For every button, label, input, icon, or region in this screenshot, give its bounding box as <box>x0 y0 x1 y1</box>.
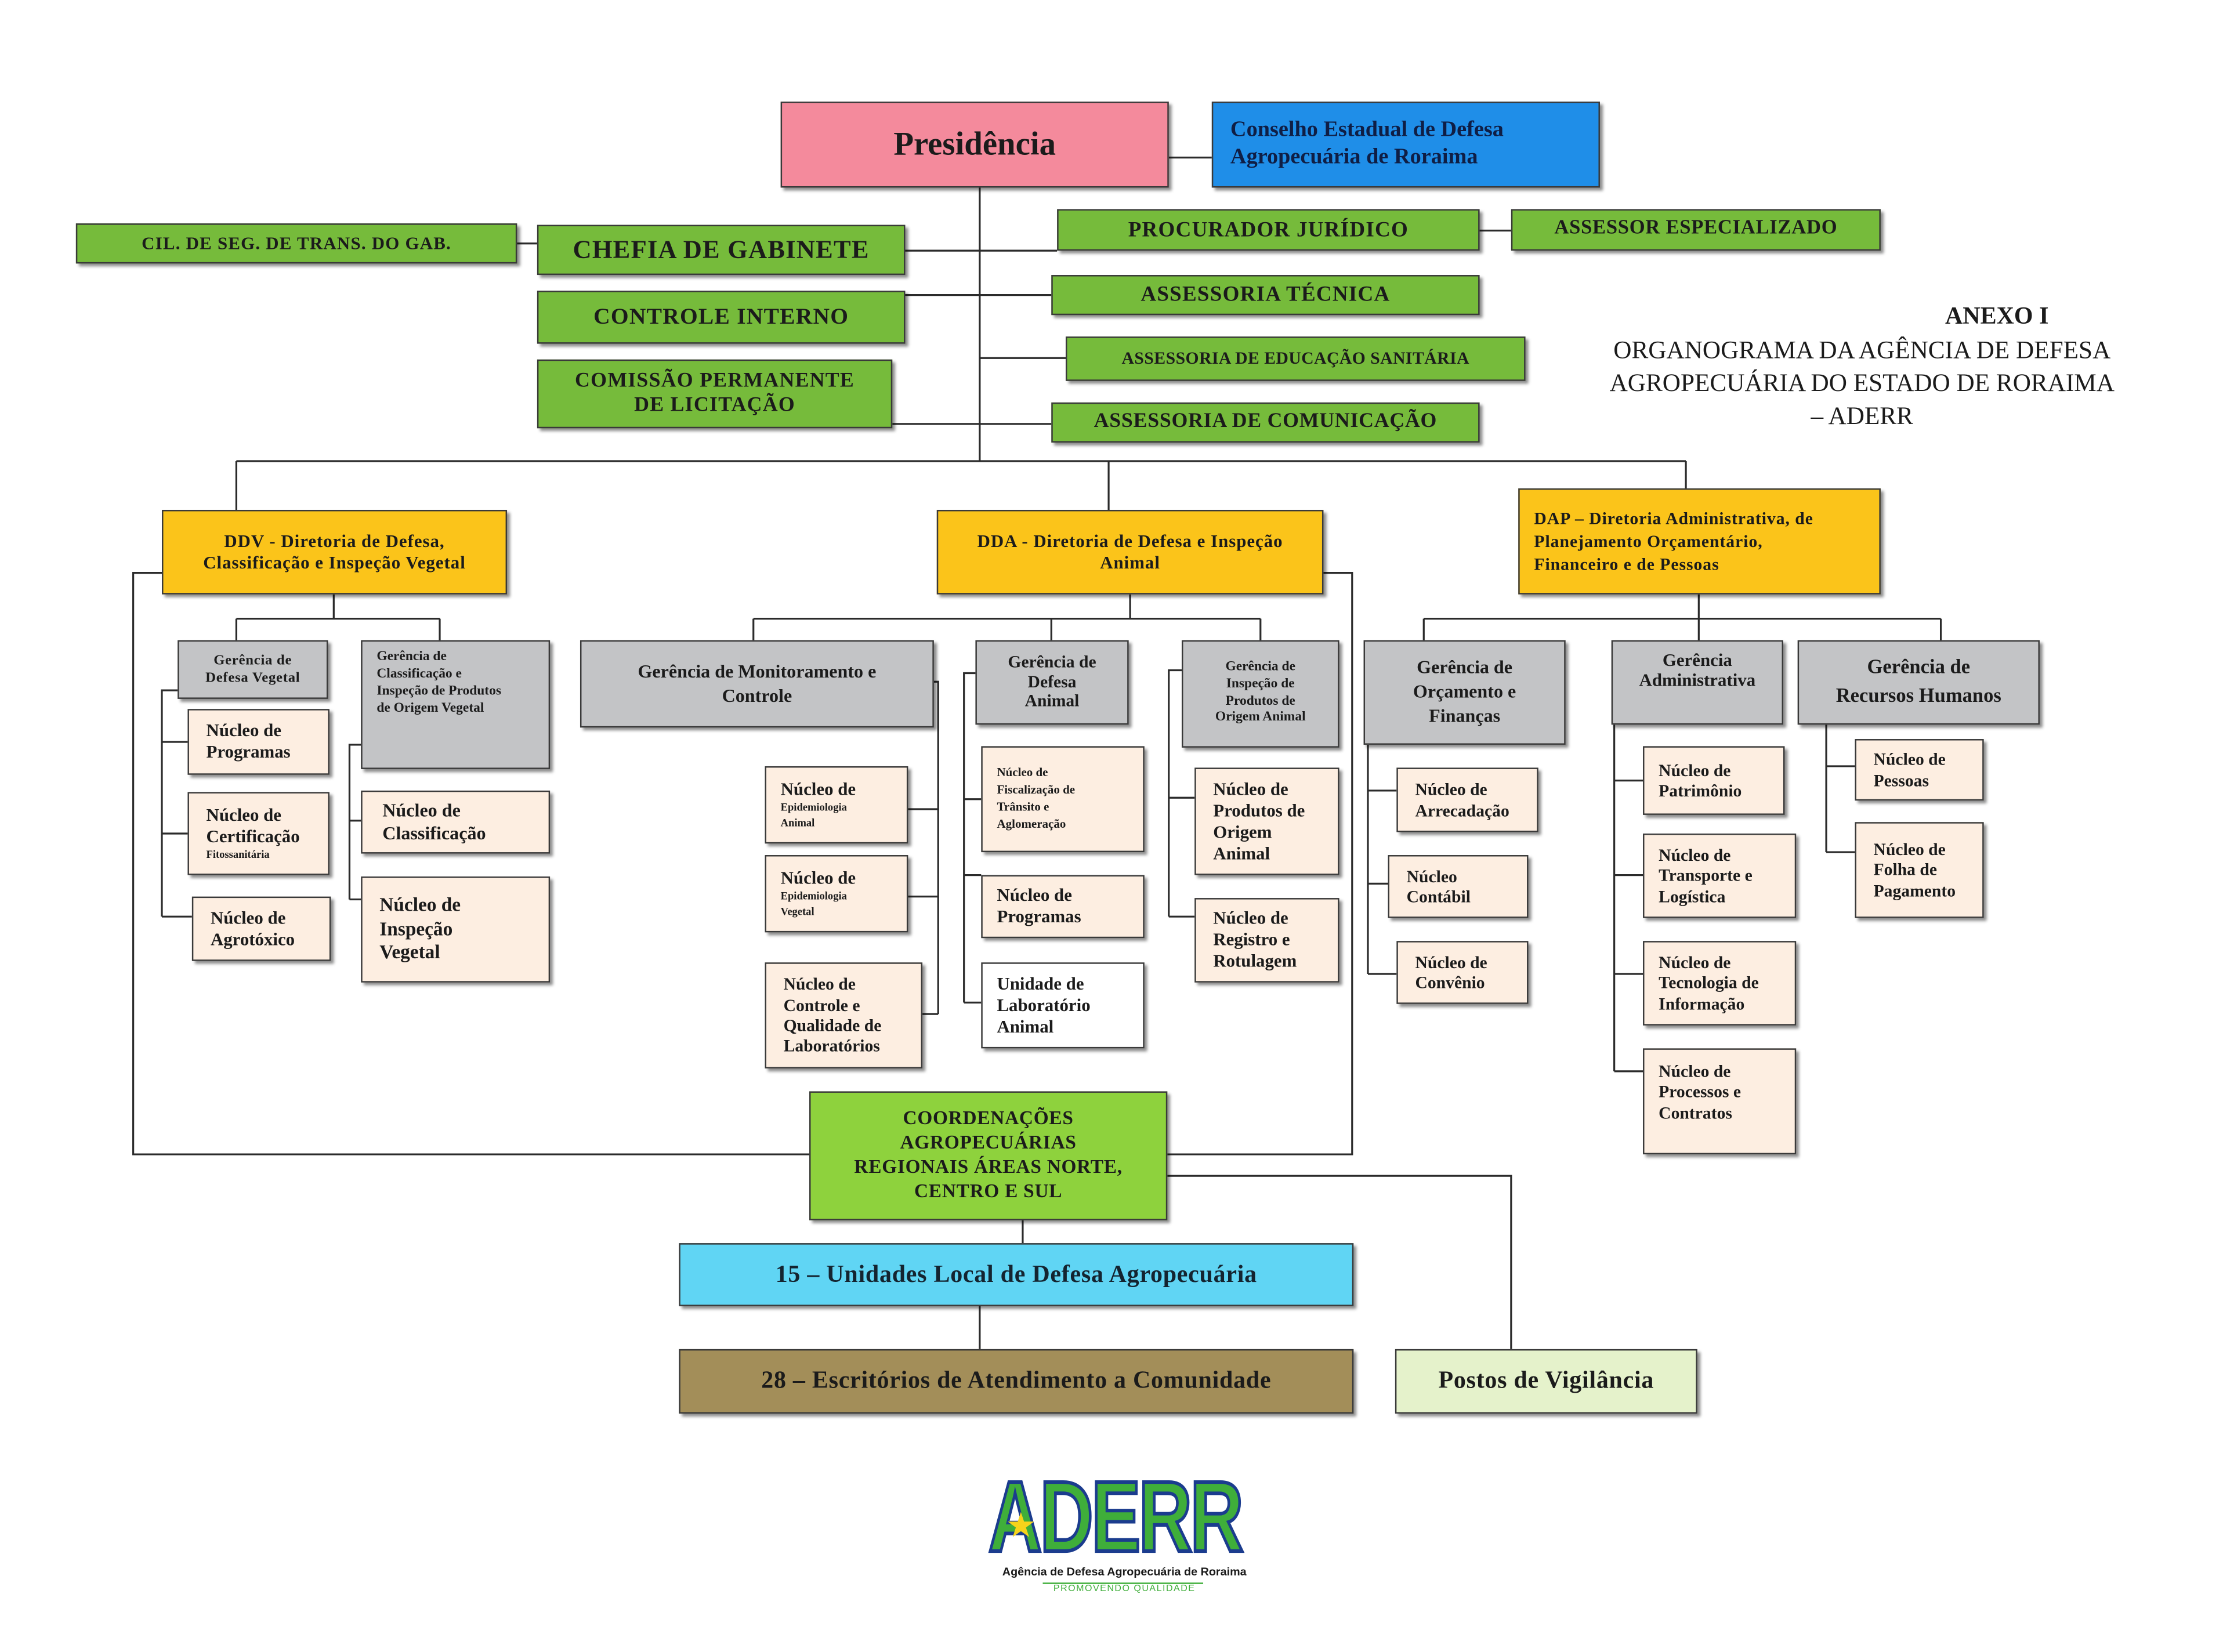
logo-slogan: PROMOVENDO QUALIDADE <box>1053 1584 1196 1595</box>
nucleo-epidemiologia-vegetal-subtitle: Epidemiologia Vegetal <box>780 890 847 918</box>
nucleo-processos-box: Núcleo de Processos e Contratos <box>1643 1048 1797 1155</box>
connector-monitoramento-nucleos <box>908 680 939 1015</box>
nucleo-folha-box: Núcleo de Folha de Pagamento <box>1855 822 1984 918</box>
annex-title: ORGANOGRAMA DA AGÊNCIA DE DEFESA AGROPEC… <box>1609 335 2115 430</box>
connector-defesa-animal-nucleos <box>963 672 982 1003</box>
gerencia-administrativa-box: Gerência Administrativa <box>1611 640 1783 725</box>
controle-interno-box: CONTROLE INTERNO <box>537 291 906 344</box>
nucleo-epidemiologia-vegetal-box: Núcleo de Epidemiologia Vegetal <box>765 855 908 933</box>
gerencia-defesa-vegetal-box: Gerência de Defesa Vegetal <box>178 640 328 699</box>
nucleo-programas-vegetal-box: Núcleo de Programas <box>187 709 330 775</box>
nucleo-tecnologia-box: Núcleo de Tecnologia de Informação <box>1643 941 1797 1026</box>
nucleo-certificacao-text: Núcleo de Certificação Fitossanitária <box>207 805 300 862</box>
procurador-juridico-box: PROCURADOR JURÍDICO <box>1057 209 1480 251</box>
escritorios-box: 28 – Escritórios de Atendimento a Comuni… <box>679 1349 1354 1414</box>
conselho-box: Conselho Estadual de Defesa Agropecuária… <box>1211 102 1600 188</box>
nucleo-registro-box: Núcleo de Registro e Rotulagem <box>1194 898 1339 983</box>
aderr-logo-wordmark: ADERR <box>987 1461 1245 1573</box>
nucleo-certificacao-subtitle: Fitossanitária <box>206 847 270 861</box>
nucleo-transporte-box: Núcleo de Transporte e Logística <box>1643 833 1797 918</box>
logo-divider <box>1042 1582 1204 1584</box>
gerencia-defesa-animal-box: Gerência de Defesa Animal <box>975 640 1129 725</box>
postos-vigilancia-box: Postos de Vigilância <box>1395 1349 1697 1414</box>
nucleo-controle-qualidade-box: Núcleo de Controle e Qualidade de Labora… <box>765 962 923 1068</box>
gerencia-rh-box: Gerência de Recursos Humanos <box>1797 640 2040 725</box>
assessoria-tecnica-box: ASSESSORIA TÉCNICA <box>1051 275 1480 316</box>
nucleo-epidemiologia-animal-box: Núcleo de Epidemiologia Animal <box>765 766 908 844</box>
assessoria-comunicacao-box: ASSESSORIA DE COMUNICAÇÃO <box>1051 402 1480 443</box>
assessoria-educacao-box: ASSESSORIA DE EDUCAÇÃO SANITÁRIA <box>1065 336 1526 381</box>
nucleo-epidemiologia-animal-subtitle: Epidemiologia Animal <box>780 801 847 829</box>
unidade-laboratorio-box: Unidade de Laboratório Animal <box>981 962 1145 1049</box>
chefia-gabinete-box: CHEFIA DE GABINETE <box>537 224 906 276</box>
dap-box: DAP – Diretoria Administrativa, de Plane… <box>1518 488 1881 595</box>
connector-classificacao-nucleos <box>348 744 361 901</box>
connector-dda-gerencias <box>752 594 1262 640</box>
connector-defesa-vegetal-nucleos <box>161 689 192 918</box>
nucleo-certificacao-box: Núcleo de Certificação Fitossanitária <box>187 792 330 875</box>
nucleo-epidemiologia-vegetal-text: Núcleo de Epidemiologia Vegetal <box>781 868 856 919</box>
connector-administrativa-nucleos <box>1613 724 1643 1073</box>
nucleo-pessoas-box: Núcleo de Pessoas <box>1855 739 1984 801</box>
connector-rh-nucleos <box>1825 724 1855 853</box>
gerencia-inspecao-produtos-box: Gerência de Inspeção de Produtos de Orig… <box>1181 640 1339 748</box>
coordenacoes-box: COORDENAÇÕES AGROPECUÁRIAS REGIONAIS ÁRE… <box>809 1091 1168 1220</box>
nucleo-arrecadacao-box: Núcleo de Arrecadação <box>1396 767 1538 832</box>
gerencia-monitoramento-box: Gerência de Monitoramento e Controle <box>580 640 934 728</box>
connector-ddv-gerencias <box>235 594 441 640</box>
nucleo-classificacao-box: Núcleo de Classificação <box>361 790 551 854</box>
nucleo-certificacao-title: Núcleo de Certificação <box>206 805 300 847</box>
nucleo-fiscalizacao-box: Núcleo de Fiscalização de Trânsito e Agl… <box>981 746 1145 853</box>
ddv-box: DDV - Diretoria de Defesa, Classificação… <box>162 509 508 595</box>
logo-tagline: Agência de Defesa Agropecuária de Roraim… <box>1002 1565 1247 1578</box>
gerencia-orcamento-box: Gerência de Orçamento e Finanças <box>1363 640 1566 745</box>
nucleo-epidemiologia-animal-text: Núcleo de Epidemiologia Animal <box>781 780 856 830</box>
connector-dap-gerencias <box>1422 594 1942 640</box>
nucleo-agrotoxico-box: Núcleo de Agrotóxico <box>191 896 331 961</box>
connector-orcamento-nucleos <box>1367 744 1397 975</box>
dda-box: DDA - Diretoria de Defesa e Inspeção Ani… <box>936 509 1324 595</box>
connector-dda-coordenacoes <box>1167 572 1353 1155</box>
connector-ddv-coordenacoes <box>132 572 810 1155</box>
nucleo-epidemiologia-vegetal-title: Núcleo de <box>780 868 856 889</box>
unidades-locais-box: 15 – Unidades Local de Defesa Agropecuár… <box>679 1243 1354 1306</box>
star-icon: ★ <box>1005 1505 1037 1546</box>
nucleo-patrimonio-box: Núcleo de Patrimônio <box>1643 746 1785 815</box>
nucleo-programas-animal-box: Núcleo de Programas <box>981 875 1145 939</box>
connector-coordenacoes-postos <box>1167 1175 1512 1349</box>
presidencia-box: Presidência <box>780 102 1169 188</box>
nucleo-contabil-box: Núcleo Contábil <box>1388 855 1529 918</box>
nucleo-epidemiologia-animal-title: Núcleo de <box>780 780 856 800</box>
cil-box: CIL. DE SEG. DE TRANS. DO GAB. <box>75 223 517 264</box>
nucleo-convenio-box: Núcleo de Convênio <box>1396 941 1529 1004</box>
gerencia-classificacao-box: Gerência de Classificação e Inspeção de … <box>361 640 551 769</box>
nucleo-inspecao-vegetal-box: Núcleo de Inspeção Vegetal <box>361 876 551 983</box>
nucleo-produtos-origem-box: Núcleo de Produtos de Origem Animal <box>1194 767 1339 875</box>
assessor-especializado-box: ASSESSOR ESPECIALIZADO <box>1511 209 1881 251</box>
connector-inspecao-produtos-nucleos <box>1168 669 1195 918</box>
comissao-licitacao-box: COMISSÃO PERMANENTE DE LICITAÇÃO <box>537 359 893 429</box>
annex-label: ANEXO I <box>1945 302 2049 329</box>
